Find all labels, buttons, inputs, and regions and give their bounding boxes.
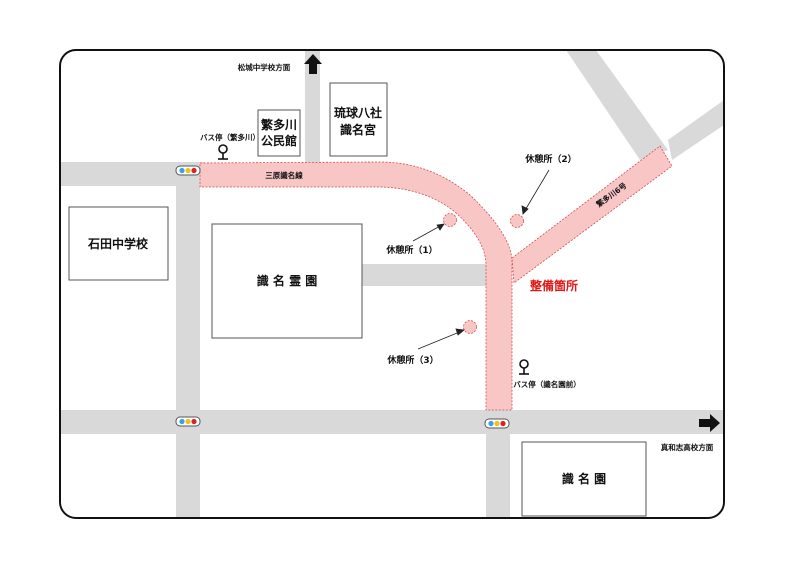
traffic-light-bottom-right: [484, 418, 510, 429]
rest-area-3-marker: [463, 320, 477, 334]
road-cemetery-access: [360, 264, 488, 286]
community-hall-box: [257, 109, 301, 157]
east-direction-label: 真和志高校方面: [661, 442, 714, 452]
bus-stop-icon: [218, 144, 228, 160]
traffic-light-bottom-left: [175, 416, 201, 427]
rest-area-2-arrowhead: [521, 205, 529, 215]
shrine-box: [329, 82, 388, 157]
rest-area-3-label: 休憩所（3）: [386, 354, 438, 366]
road-sanhara-highlight: [199, 161, 513, 411]
garden-box: [521, 441, 647, 517]
community-hall-label-line1: 繁多川: [261, 117, 297, 132]
repair-area-label: 整備箇所: [529, 278, 578, 293]
east-arrow-icon: [699, 414, 720, 432]
cemetery-box: [211, 223, 363, 339]
highlighted-route: [199, 145, 673, 411]
road-vertical-left: [176, 162, 200, 518]
road-northeast-right: [668, 100, 724, 160]
school-label: 石田中学校: [87, 236, 149, 251]
rest-area-1-marker: [443, 213, 457, 227]
rest-area-1-label: 休憩所（1）: [385, 244, 437, 256]
community-hall-label-line2: 公民館: [261, 133, 297, 148]
north-arrow-icon: [304, 54, 322, 74]
rest-area-2-label: 休憩所（2）: [524, 153, 576, 165]
north-direction-label: 松城中学校方面: [238, 62, 291, 72]
garden-label: 識 名 園: [562, 471, 606, 486]
rest-area-1-arrowhead: [436, 223, 445, 231]
bus-stop-shigetagawa-label: バス停（繁多川）: [200, 132, 260, 142]
road-shigetagawa-highlight: [511, 145, 673, 284]
rest-area-3-leader: [417, 330, 463, 350]
rest-area-3-arrowhead: [455, 328, 465, 336]
shrine-label-line2: 識名宮: [340, 122, 376, 137]
shrine-label-line1: 琉球八社: [334, 105, 382, 120]
rest-area-2-marker: [510, 214, 524, 228]
bus-stop-icon: [519, 359, 529, 375]
road-south-main: [60, 410, 724, 434]
road-sanhara-label: 三原識名線: [265, 170, 303, 180]
school-box: [68, 206, 169, 281]
bus-stop-shikinaen-label: バス停（識名園前）: [513, 379, 581, 389]
traffic-light-top-left: [175, 165, 201, 176]
map-border: [59, 49, 725, 519]
road-northeast-diag: [566, 50, 668, 160]
rest-area-2-leader: [523, 169, 550, 213]
rest-area-1-leader: [412, 224, 443, 242]
road-north: [305, 50, 320, 165]
cemetery-label: 識 名 霊 園: [257, 273, 318, 288]
